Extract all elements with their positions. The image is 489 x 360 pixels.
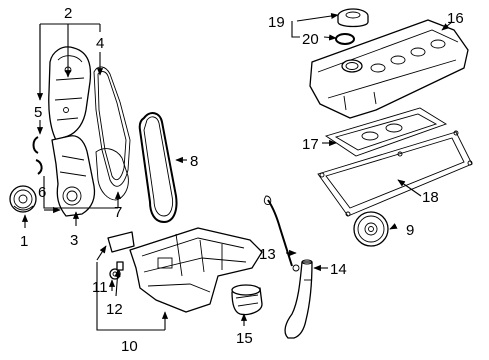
camshaft-sprocket: [353, 211, 389, 247]
crankshaft-sprocket: [9, 185, 37, 213]
callout-15: 15: [236, 330, 253, 347]
timing-belt: [138, 112, 178, 224]
callout-16: 16: [447, 10, 464, 27]
callout-10: 10: [121, 338, 138, 355]
cap-seal: [335, 33, 355, 45]
callout-14: 14: [330, 261, 347, 278]
callout-12: 12: [106, 301, 123, 318]
seal-clip-5: [32, 136, 39, 154]
callout-20: 20: [302, 31, 319, 48]
leader-lines: [21, 12, 453, 331]
callout-9: 9: [406, 222, 414, 239]
callout-13: 13: [259, 246, 276, 263]
callout-2: 2: [64, 5, 72, 22]
dipstick-tube: [284, 259, 313, 339]
callout-5: 5: [34, 104, 42, 121]
oil-pan: [107, 227, 263, 313]
callout-6: 6: [38, 184, 46, 201]
oil-filter: [231, 284, 263, 316]
intake-gasket: [317, 130, 473, 217]
seal-clip-6: [35, 159, 43, 175]
valve-cover: [309, 19, 469, 119]
oil-filler-cap: [337, 8, 369, 28]
callout-7: 7: [114, 204, 122, 221]
callout-3: 3: [70, 232, 78, 249]
oil-dipstick: [263, 195, 300, 272]
callout-1: 1: [20, 233, 28, 250]
callout-11: 11: [92, 279, 108, 296]
callout-17: 17: [302, 136, 319, 153]
timing-gasket-lower: [95, 148, 129, 201]
valve-cover-gasket: [324, 107, 448, 157]
callout-4: 4: [96, 35, 104, 52]
callout-labels: 1 2 3 4 5 6 7 8 9 10 11 12 13 14 15 16 1…: [20, 5, 464, 355]
timing-cover-gasket: [93, 66, 131, 187]
timing-cover-lower: [51, 135, 96, 217]
oil-pan-bolt: [116, 261, 124, 271]
callout-19: 19: [268, 14, 285, 31]
timing-cover-upper: [48, 46, 92, 141]
callout-18: 18: [422, 189, 439, 206]
callout-8: 8: [190, 153, 198, 170]
